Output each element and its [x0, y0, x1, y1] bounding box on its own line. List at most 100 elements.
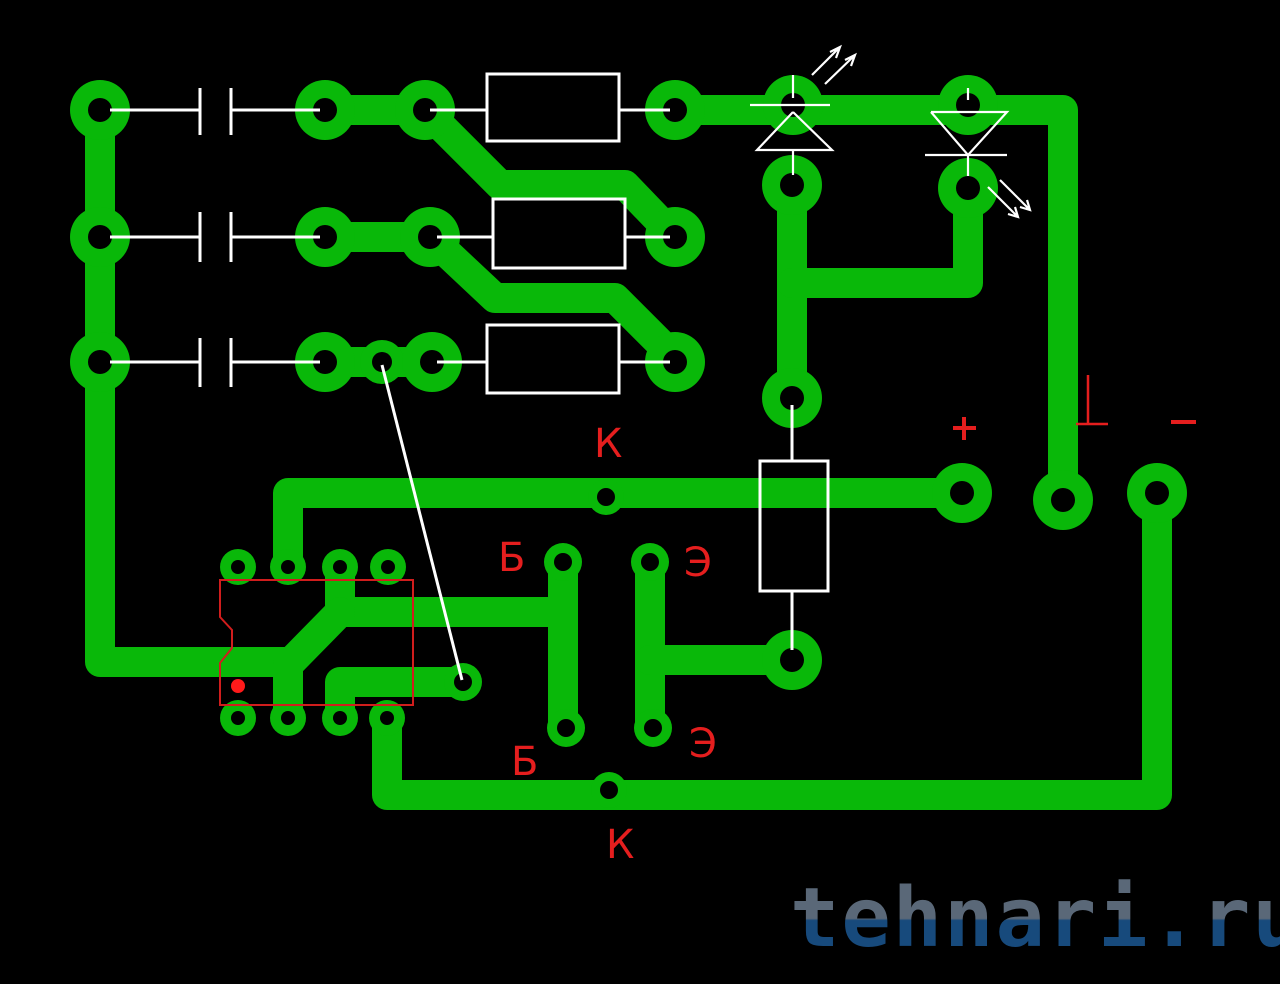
drill-hole — [663, 225, 687, 249]
led-icon — [750, 44, 857, 175]
pad-base-bottom — [547, 709, 585, 747]
drill-hole — [780, 386, 804, 410]
drill-hole — [950, 481, 974, 505]
pad-via-collector-bottom — [591, 772, 627, 808]
labels: К Б Э Б Э К — [498, 375, 1196, 868]
pad-emitter-top — [631, 543, 669, 581]
pad-via-jumper — [360, 340, 404, 384]
drill-hole — [333, 560, 347, 574]
pad-r2-a — [400, 207, 460, 267]
pad-r4-b — [762, 630, 822, 690]
pad-ic-2 — [270, 700, 306, 736]
label-emitter-top: Э — [684, 540, 712, 586]
drill-hole — [663, 350, 687, 374]
drill-hole — [88, 98, 112, 122]
capacitor-c3 — [110, 338, 320, 387]
trace-left-bus — [85, 95, 305, 677]
resistor-r3 — [437, 323, 670, 395]
drill-hole — [597, 488, 615, 506]
pad-led-k — [762, 155, 822, 215]
drill-hole — [313, 225, 337, 249]
resistor-r1 — [430, 72, 670, 143]
pad-r1-b — [645, 80, 705, 140]
pad-emitter-bottom — [634, 709, 672, 747]
drill-hole — [641, 553, 659, 571]
pad-via-collector-top — [588, 479, 624, 515]
drill-hole — [281, 560, 295, 574]
pad-ic-8 — [220, 549, 256, 585]
label-base-top: Б — [498, 535, 525, 581]
drill-hole — [313, 98, 337, 122]
pad-c2-b — [295, 207, 355, 267]
plus-sign — [953, 417, 976, 440]
drill-hole — [372, 352, 392, 372]
pad-minus — [1127, 463, 1187, 523]
watermark-logo: tehnari.ru — [790, 871, 1280, 966]
drill-hole — [413, 98, 437, 122]
ic-dd1-outline — [219, 579, 414, 706]
drill-hole — [333, 711, 347, 725]
resistor-r4 — [758, 405, 830, 650]
trace-collector-top — [273, 478, 977, 582]
pad-r1-a — [395, 80, 455, 140]
label-emitter-bottom: Э — [689, 721, 717, 767]
resistor-r2 — [437, 197, 670, 270]
drill-hole — [780, 173, 804, 197]
drill-hole — [663, 98, 687, 122]
photodiode-icon — [925, 88, 1032, 219]
pad-plus — [932, 463, 992, 523]
trace-r1-jog — [410, 95, 690, 252]
trace-r2-jog — [415, 222, 690, 373]
label-collector-bottom: К — [606, 822, 634, 868]
pad-jumper-end — [444, 663, 482, 701]
pad-c3-b — [295, 332, 355, 392]
drill-hole — [380, 711, 394, 725]
drill-hole — [418, 225, 442, 249]
pad-pd-k — [938, 158, 998, 218]
pad-c3-a — [70, 332, 130, 392]
silkscreen — [110, 44, 1032, 706]
drill-hole — [231, 711, 245, 725]
pad-c1-b — [295, 80, 355, 140]
pad-ic-4 — [369, 700, 405, 736]
pad-c1-a — [70, 80, 130, 140]
trace-diode-tie — [777, 173, 983, 298]
ground-symbol — [1076, 375, 1108, 426]
drill-hole — [454, 673, 472, 691]
drill-hole — [88, 350, 112, 374]
pad-ic-5 — [370, 549, 406, 585]
capacitor-c1 — [110, 88, 320, 135]
pad-ic-7 — [270, 549, 306, 585]
pad-r4-a — [762, 368, 822, 428]
drill-hole — [88, 225, 112, 249]
trace-top-rail — [660, 95, 1078, 515]
pad-r3-a — [402, 332, 462, 392]
drill-hole — [557, 719, 575, 737]
drill-hole — [231, 560, 245, 574]
pads — [70, 75, 1187, 808]
trace-collector-bottom — [372, 478, 1172, 810]
pad-r2-b — [645, 207, 705, 267]
drill-hole — [1145, 481, 1169, 505]
pad-ground — [1033, 470, 1093, 530]
drill-hole — [381, 560, 395, 574]
pad-r3-b — [645, 332, 705, 392]
pad-base-top — [544, 543, 582, 581]
drill-hole — [313, 350, 337, 374]
drill-hole — [554, 553, 572, 571]
pad-c2-a — [70, 207, 130, 267]
drill-hole — [1051, 488, 1075, 512]
copper-traces — [85, 95, 1172, 810]
drill-hole — [644, 719, 662, 737]
drill-hole — [420, 350, 444, 374]
pad-ic-3 — [322, 700, 358, 736]
capacitor-c2 — [110, 212, 320, 262]
drill-hole — [956, 176, 980, 200]
pad-pd-a — [938, 75, 998, 135]
pad-ic-1 — [220, 700, 256, 736]
drill-hole — [600, 781, 618, 799]
pad-ic-6 — [322, 549, 358, 585]
label-collector-top: К — [594, 421, 622, 467]
drill-hole — [281, 711, 295, 725]
